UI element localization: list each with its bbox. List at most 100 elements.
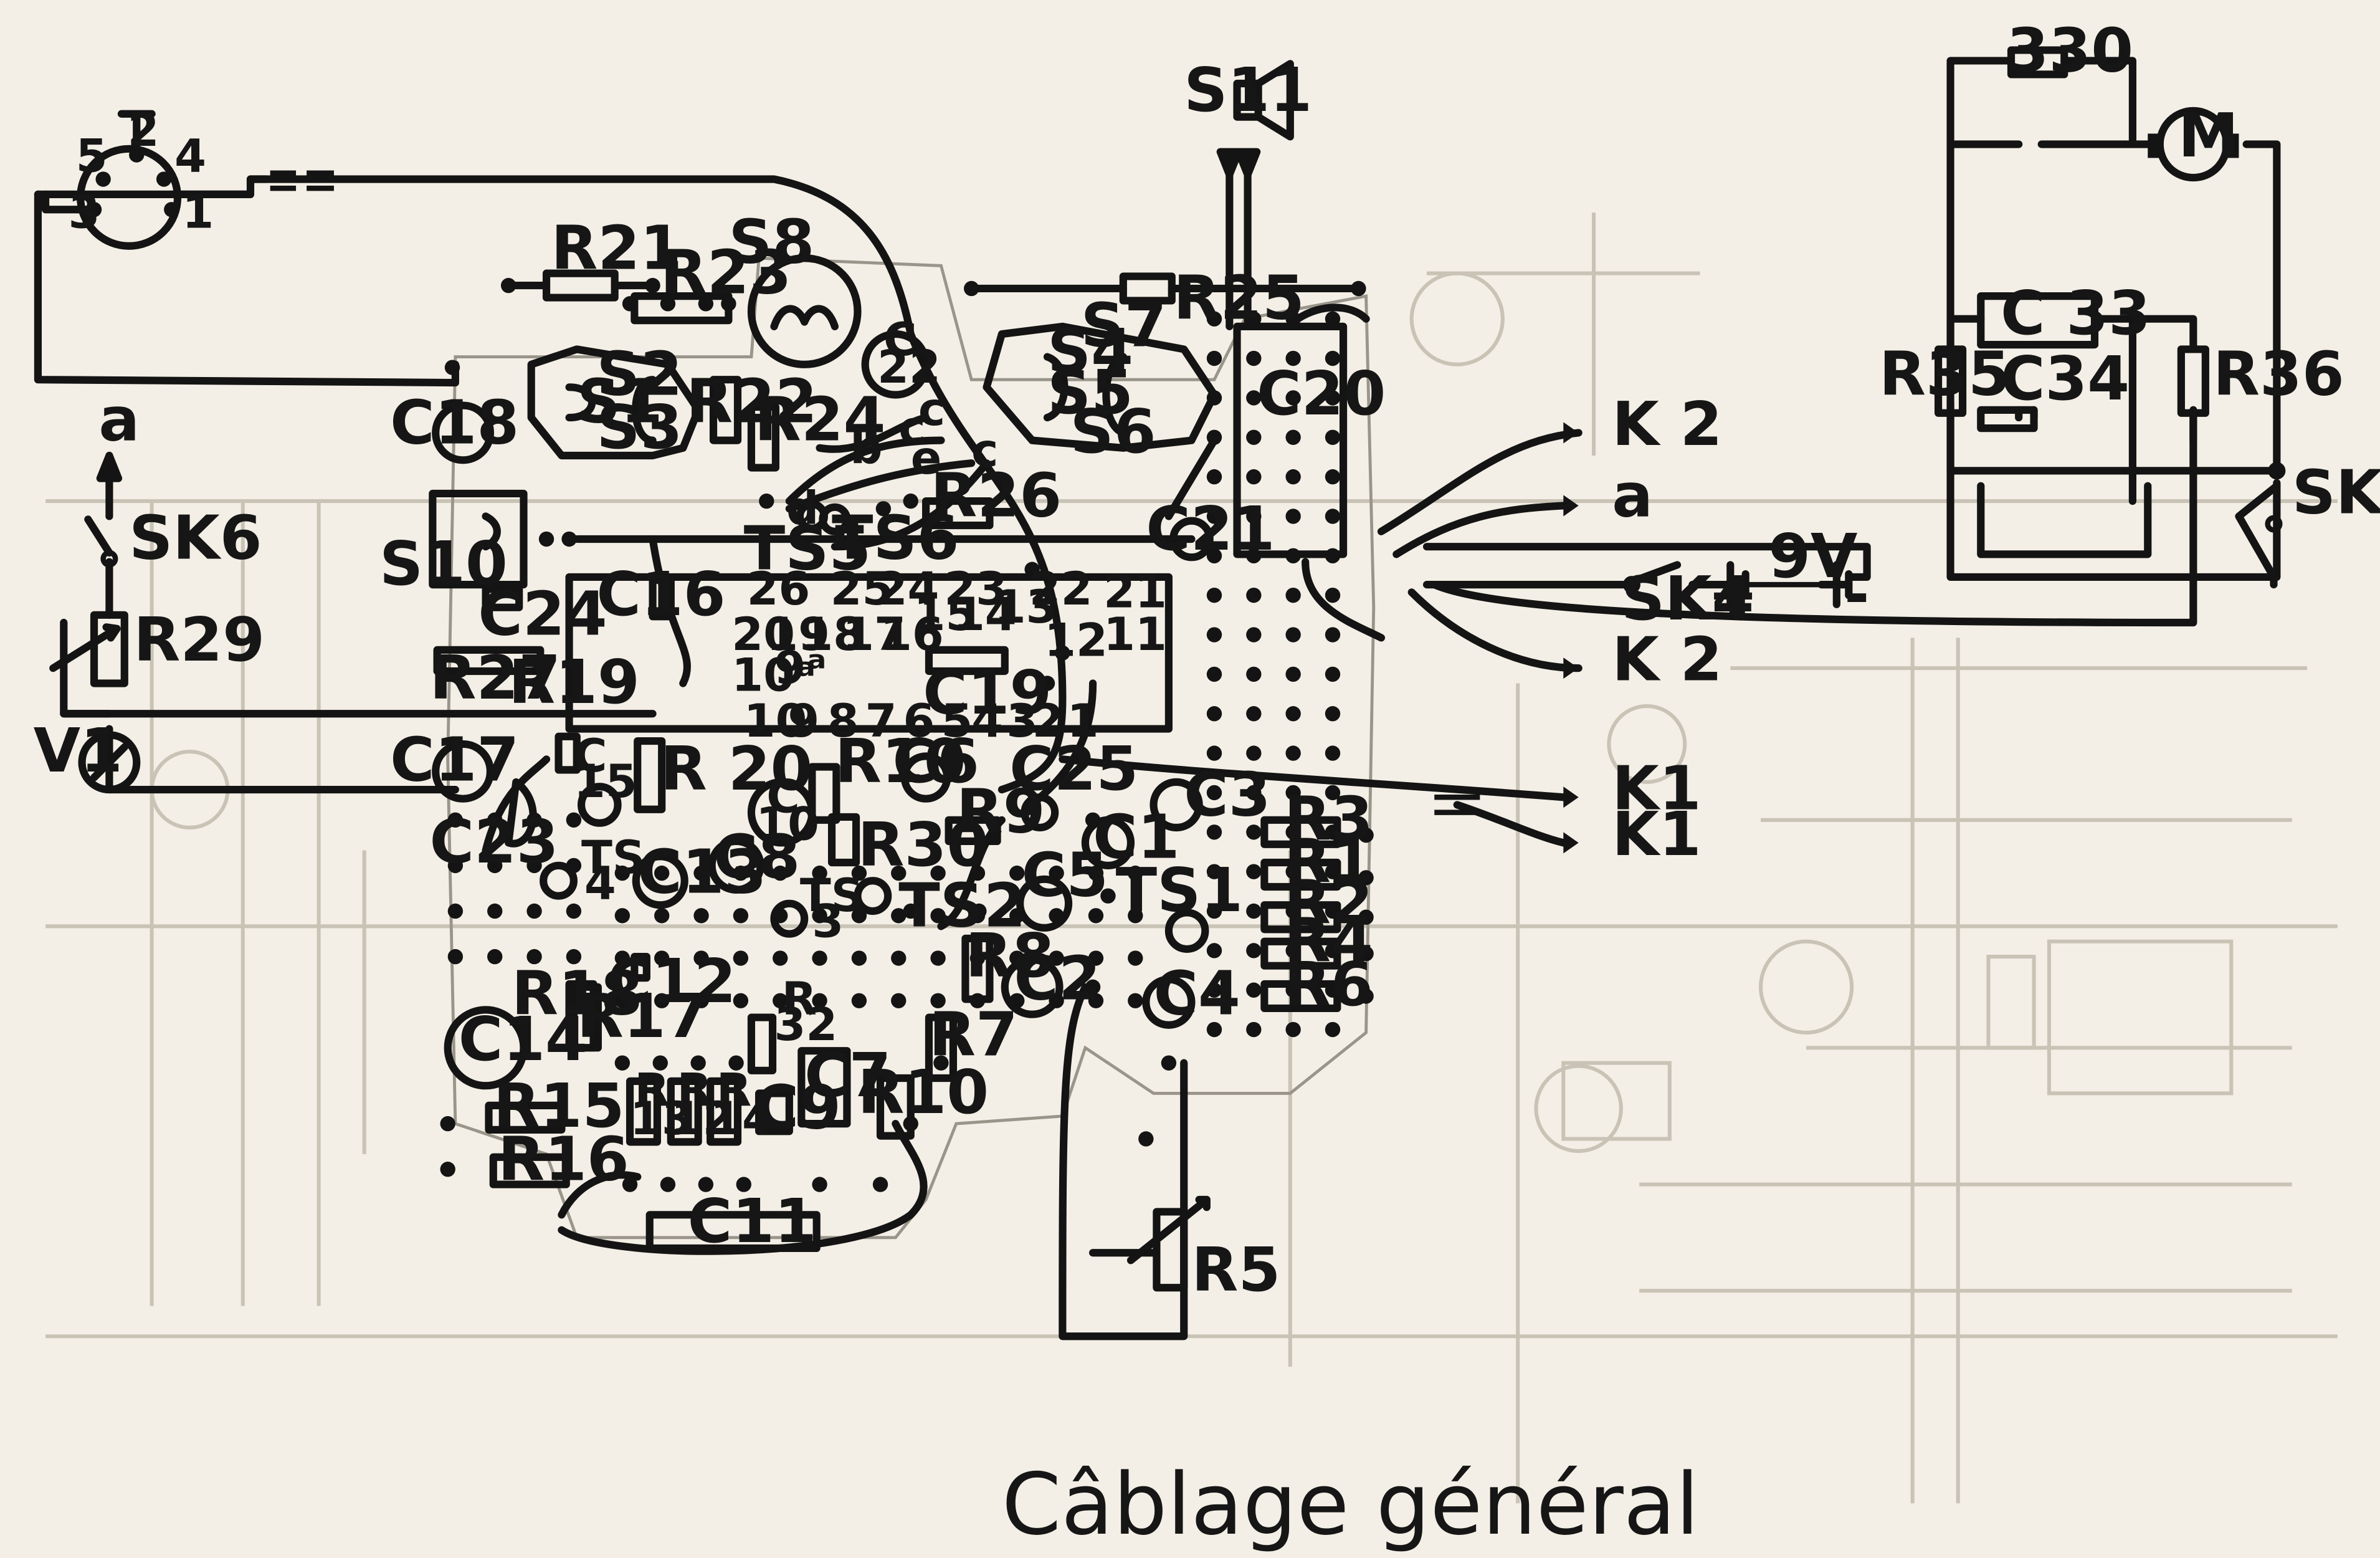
pin-17: 17 (842, 608, 906, 661)
solder-pad (1206, 666, 1222, 682)
solder-pad (812, 993, 827, 1008)
solder-pad (1246, 429, 1262, 445)
solder-pad (1285, 903, 1301, 919)
pin-11: 11 (1103, 608, 1167, 661)
solder-pad (526, 903, 542, 919)
solder-pad (1206, 864, 1222, 879)
label-s1: S1 (577, 366, 663, 436)
solder-pad (1246, 666, 1262, 682)
label-r15: R15 (493, 1071, 625, 1141)
solder-pad (614, 1055, 631, 1071)
solder-pad (969, 950, 986, 966)
label-c13: C13 (637, 837, 766, 907)
solder-pad (773, 993, 788, 1008)
solder-pad (1325, 864, 1341, 879)
solder-pad (1246, 469, 1262, 485)
solder-pad (930, 950, 946, 966)
label-c22-a: C (883, 313, 917, 366)
solder-pad (1128, 865, 1143, 881)
solder-pad (1100, 888, 1116, 904)
solder-pad (566, 949, 582, 965)
label-c18: C18 (390, 387, 519, 457)
pin-18: 18 (801, 608, 865, 661)
solder-pad (1246, 785, 1262, 801)
solder-pad (773, 908, 788, 924)
label-r29: R29 (133, 605, 265, 675)
label-s2: S2 (596, 339, 682, 409)
label-c2: C2 (1014, 943, 1100, 1013)
solder-pad (447, 949, 464, 965)
label-c15-b: 15 (574, 755, 637, 808)
solder-pad (1325, 390, 1341, 406)
pin-15: 15 (914, 588, 978, 641)
solder-pad (1206, 903, 1222, 919)
label-r18: R18 (512, 958, 643, 1029)
solder-pad (1246, 390, 1262, 406)
label-r9: R9 (956, 776, 1045, 846)
solder-pad (1325, 311, 1341, 327)
solder-pad (444, 360, 460, 375)
solder-pad (566, 812, 582, 828)
label-r12-b: 12 (671, 1092, 735, 1145)
capacitors-transistors (432, 254, 1214, 1135)
solder-pad (1206, 982, 1222, 998)
label-c16: C16 (596, 559, 725, 629)
solder-pad (1246, 350, 1262, 366)
solder-pad (566, 903, 582, 919)
solder-pad (693, 993, 709, 1008)
label-a-left: a (98, 385, 140, 455)
switch-sk6 (84, 451, 123, 568)
solder-pad (447, 812, 464, 828)
label-r24: R24 (754, 385, 886, 455)
label-d: d (786, 482, 819, 535)
solder-pad (1206, 627, 1222, 643)
solder-pad (1285, 509, 1301, 524)
solder-pad (1325, 982, 1341, 998)
label-c33: C 33 (2001, 278, 2151, 348)
label-v1: V1 (34, 715, 123, 786)
solder-pad (1325, 627, 1341, 643)
label-r5: R5 (1191, 1235, 1280, 1305)
label-c1: C1 (1093, 802, 1179, 872)
pin-24: 24 (876, 563, 940, 616)
label-ts5: TS5 (744, 514, 871, 584)
solder-pad (733, 865, 749, 881)
solder-pad (1285, 469, 1301, 485)
solder-pad (614, 865, 631, 881)
component-labels: R21 R23 S8 S2 S1 S3 R22 R24 C18 C 22 S7 … (34, 16, 2380, 1306)
solder-pad (1024, 562, 1040, 577)
solder-pad (1351, 280, 1366, 297)
solder-pad (1285, 350, 1301, 366)
solder-pad (1325, 429, 1341, 445)
solder-pad (971, 903, 987, 919)
solder-pad (1325, 706, 1341, 722)
solder-pad (1009, 950, 1025, 966)
solder-pad (1009, 865, 1025, 881)
solder-pad (1128, 908, 1143, 924)
solder-pad (622, 1177, 638, 1192)
solder-pad (487, 812, 503, 828)
din-pin-3: 3 (69, 186, 100, 239)
label-c14: C14 (459, 1004, 588, 1074)
label-c24: C24 (478, 579, 607, 649)
solder-pad (903, 493, 918, 509)
solder-pad (622, 296, 638, 312)
solder-pad (1358, 870, 1374, 886)
solder-pad (733, 993, 749, 1008)
pin-5: 5 (941, 695, 973, 748)
label-c10-b: 10 (756, 798, 819, 851)
solder-pad (652, 1055, 668, 1071)
speaker-s11 (1216, 60, 1294, 179)
solder-pad (1285, 627, 1301, 643)
label-r32-a: R (782, 973, 817, 1026)
solder-pad (1246, 548, 1262, 563)
solder-pad (1246, 1021, 1262, 1038)
label-minus: - (1844, 559, 1869, 629)
label-c20: C20 (1257, 358, 1386, 429)
solder-pad (693, 950, 709, 966)
solder-pad (1285, 982, 1301, 998)
label-s5: S5 (1047, 357, 1133, 428)
solder-pad (1039, 676, 1055, 691)
label-s6: S6 (1070, 396, 1156, 467)
